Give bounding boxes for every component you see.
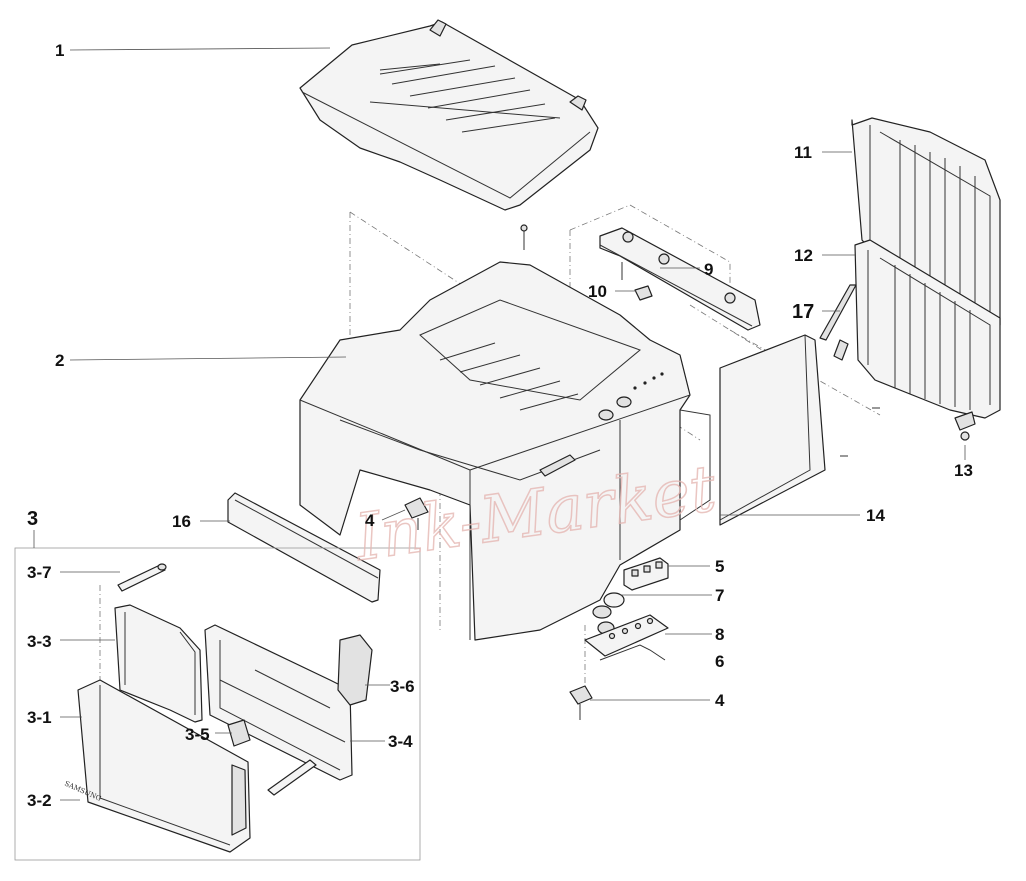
part-control-board bbox=[584, 614, 669, 661]
part-connector bbox=[623, 557, 669, 591]
callout-9: 9 bbox=[704, 260, 713, 279]
part-tray-shaft bbox=[267, 759, 317, 796]
part-link-arm bbox=[819, 284, 857, 361]
leader-line-4a bbox=[381, 509, 406, 521]
part-rear-cover-lower bbox=[854, 239, 1001, 419]
callout-13: 13 bbox=[954, 461, 973, 480]
part-bracket bbox=[569, 685, 593, 720]
part-knob bbox=[592, 592, 625, 635]
callout-3-3: 3-3 bbox=[27, 632, 52, 651]
part-tray-lever bbox=[337, 634, 373, 706]
part-paper-guide-rail bbox=[599, 227, 761, 331]
callout-4b: 4 bbox=[715, 691, 725, 710]
callout-10: 10 bbox=[588, 282, 607, 301]
callout-3-5: 3-5 bbox=[185, 725, 210, 744]
part-clip bbox=[621, 262, 653, 301]
leader-line-2 bbox=[69, 356, 347, 361]
callout-3: 3 bbox=[27, 508, 38, 530]
callout-8: 8 bbox=[715, 625, 724, 644]
part-screw bbox=[520, 224, 528, 250]
callout-3-6: 3-6 bbox=[390, 677, 415, 696]
callout-5: 5 bbox=[715, 557, 724, 576]
callout-7: 7 bbox=[715, 586, 724, 605]
assembly-line bbox=[569, 204, 731, 300]
part-tray-front: SAMSUNG bbox=[63, 679, 251, 853]
part-bracket bbox=[404, 497, 429, 530]
callout-14: 14 bbox=[866, 506, 885, 525]
callout-12: 12 bbox=[794, 246, 813, 265]
part-tray-inner-plate bbox=[114, 604, 203, 723]
callout-11: 11 bbox=[794, 143, 812, 162]
assembly-line bbox=[729, 329, 881, 416]
part-side-cover bbox=[719, 334, 880, 526]
part-output-tray bbox=[299, 19, 599, 211]
part-hinge-pin bbox=[954, 411, 976, 441]
callout-17: 17 bbox=[792, 301, 814, 323]
part-tray-roller bbox=[117, 563, 167, 592]
callout-16: 16 bbox=[172, 512, 191, 531]
callout-3-7: 3-7 bbox=[27, 563, 52, 582]
part-main-cover bbox=[299, 261, 711, 641]
callout-1: 1 bbox=[55, 41, 64, 60]
callout-2: 2 bbox=[55, 351, 64, 370]
leader-lines bbox=[33, 47, 966, 801]
callout-4a: 4 bbox=[365, 511, 375, 530]
callout-3-1: 3-1 bbox=[27, 708, 52, 727]
callout-3-2: 3-2 bbox=[27, 791, 52, 810]
part-tray-spring bbox=[227, 719, 251, 747]
callout-labels: 1 2 3 3-7 3-3 3-1 3-5 3-4 3-6 3-2 16 4 4… bbox=[27, 41, 973, 810]
callout-3-4: 3-4 bbox=[388, 732, 413, 751]
part-guide-bar bbox=[227, 492, 381, 603]
callout-6: 6 bbox=[715, 652, 724, 671]
part3-group-frame bbox=[14, 547, 421, 861]
leader-line-1 bbox=[69, 47, 331, 51]
